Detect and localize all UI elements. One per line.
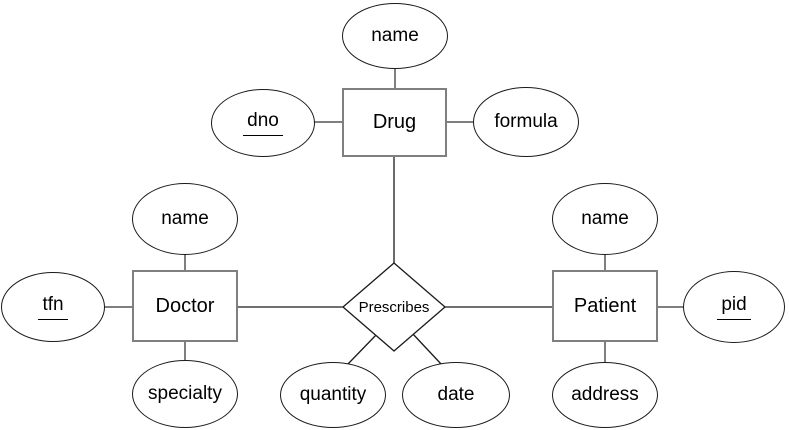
attribute-doctor-tfn-key: tfn <box>1 272 105 342</box>
attribute-drug-name: name <box>342 3 448 69</box>
attribute-patient-pid-key: pid <box>683 271 785 343</box>
attribute-prescribes-quantity: quantity <box>280 362 386 428</box>
entity-drug: Drug <box>342 88 447 157</box>
edge-prescribes-date <box>411 332 443 366</box>
attribute-patient-address: address <box>552 362 658 428</box>
attribute-drug-formula: formula <box>473 87 579 157</box>
relationship-prescribes-diamond <box>342 262 446 352</box>
entity-drug-label: Drug <box>372 111 417 133</box>
attribute-prescribes-date: date <box>402 362 510 428</box>
entity-doctor: Doctor <box>132 270 238 342</box>
attribute-drug-dno-key: dno <box>211 89 315 157</box>
attribute-patient-name: name <box>552 183 658 255</box>
relationship-prescribes-label: Prescribes <box>358 298 430 316</box>
attribute-doctor-name: name <box>132 183 238 255</box>
edge-prescribes-quantity <box>346 332 379 366</box>
entity-patient-label: Patient <box>573 294 637 317</box>
entity-doctor-label: Doctor <box>155 294 215 317</box>
attribute-doctor-specialty: specialty <box>132 360 238 428</box>
entity-patient: Patient <box>552 270 658 342</box>
